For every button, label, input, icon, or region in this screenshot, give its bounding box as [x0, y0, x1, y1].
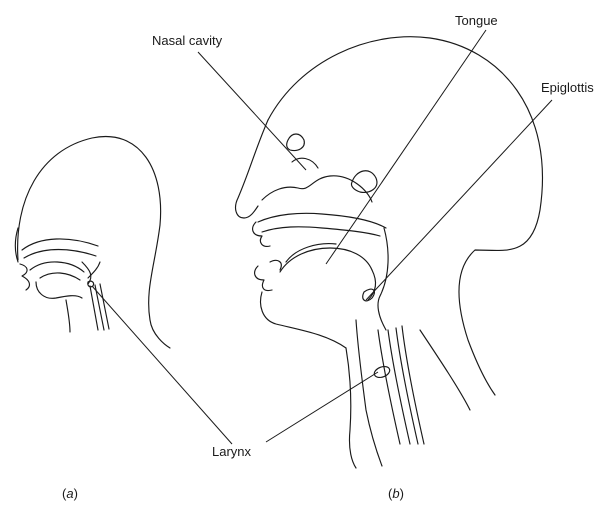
head-b-forehead	[236, 120, 268, 218]
head-b-upper-lip	[253, 222, 270, 246]
leader-lines	[92, 30, 552, 444]
leader-larynx-a	[92, 286, 232, 444]
head-b-palate-top	[258, 213, 386, 228]
head-b-tongue	[280, 248, 372, 272]
head-b-nasal-upper	[262, 176, 372, 202]
head-a-tongue-back	[40, 273, 80, 280]
head-b-larynx-ring	[373, 365, 391, 380]
head-b-trachea-1	[378, 330, 400, 444]
head-b-neck-back	[420, 330, 470, 410]
head-a-outline	[18, 137, 170, 348]
head-b-outline	[268, 37, 542, 395]
caption-b: (b)	[388, 486, 404, 501]
head-b-pharynx-back	[378, 228, 388, 330]
caption-b-letter: b	[392, 486, 399, 501]
leader-epiglottis	[366, 100, 552, 300]
figure-a-head	[15, 137, 170, 348]
head-a-palate-lower	[24, 250, 96, 259]
leader-nasal-cavity	[198, 52, 306, 170]
figure-b-head	[236, 37, 543, 468]
caption-a-letter: a	[66, 486, 73, 501]
caption-b-close: )	[400, 486, 404, 501]
head-a-palate-upper	[22, 239, 98, 250]
head-b-neck-inner	[356, 320, 382, 466]
label-nasal-cavity: Nasal cavity	[152, 33, 223, 48]
label-tongue: Tongue	[455, 13, 498, 28]
head-b-chin	[261, 292, 346, 348]
head-a-neck-front	[66, 300, 70, 332]
head-a-airway-3	[100, 284, 109, 329]
leader-tongue	[326, 30, 486, 264]
head-b-lower-lip	[255, 266, 272, 291]
head-b-neck-front	[346, 348, 356, 468]
caption-a-close: )	[74, 486, 78, 501]
head-b-nasal-bone	[287, 134, 305, 151]
head-b-tongue-inner	[286, 244, 336, 262]
head-b-trachea-3	[396, 328, 418, 444]
head-b-lower-teeth	[270, 260, 281, 270]
head-a-tongue	[30, 262, 84, 272]
leader-larynx-b	[266, 372, 378, 442]
label-larynx: Larynx	[212, 444, 252, 459]
head-b-palate-bottom	[262, 227, 380, 236]
caption-a: (a)	[62, 486, 78, 501]
label-epiglottis: Epiglottis	[541, 80, 594, 95]
head-a-lips	[20, 264, 29, 290]
head-a-airway-4	[88, 262, 100, 278]
head-a-chin	[36, 282, 82, 298]
head-b-pharynx-front	[368, 270, 375, 300]
